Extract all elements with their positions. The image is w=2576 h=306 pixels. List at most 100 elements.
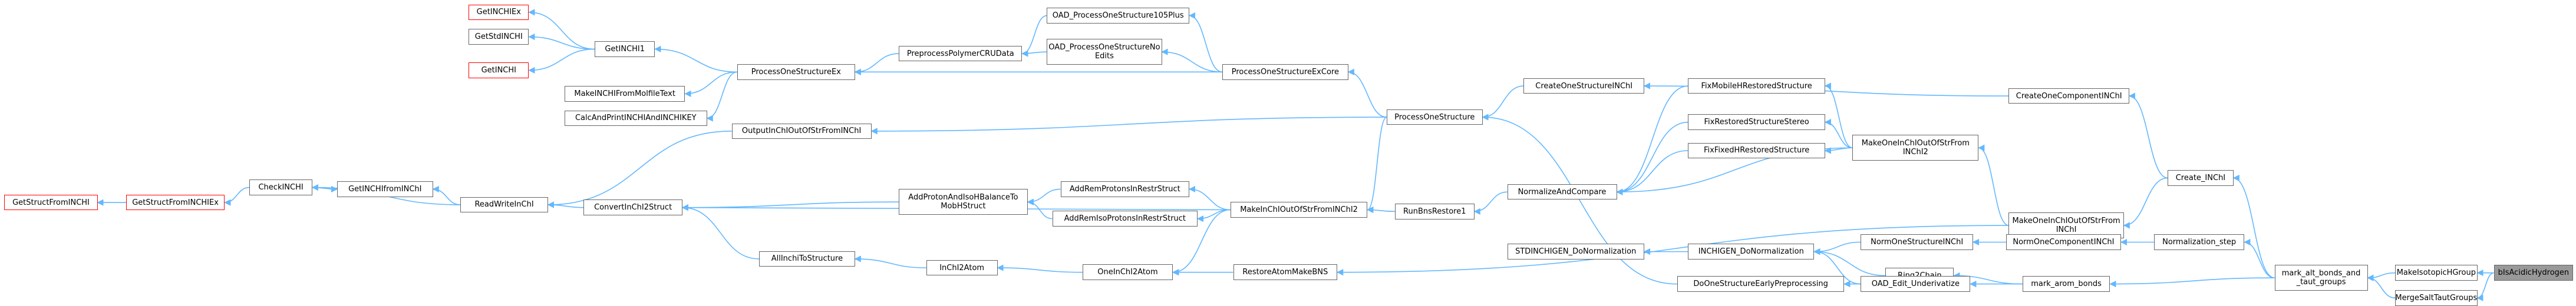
node-allinchitostructure[interactable]: AllInchiToStructure	[759, 251, 855, 267]
node-oad-processonestructure105plus[interactable]: OAD_ProcessOneStructure105Plus	[1047, 8, 1190, 24]
node-label: CreateOneStructureINChI	[1535, 81, 1633, 91]
node-label: GetStructFromINCHIEx	[132, 198, 219, 207]
node-label: MakeInChIOutOfStrFromINChI2	[1240, 205, 1358, 214]
node-label: FixRestoredStructureStereo	[1704, 118, 1809, 127]
node-label: OAD_ProcessOneStructure105Plus	[1052, 11, 1184, 21]
node-label: FixMobileHRestoredStructure	[1701, 81, 1812, 91]
node-processonestructure[interactable]: ProcessOneStructure	[1386, 109, 1483, 125]
node-label: NormOneStructureINChI	[1871, 237, 1964, 247]
call-edge	[654, 45, 737, 73]
call-edge	[1813, 241, 1861, 255]
node-label: GetStructFromINCHI	[12, 198, 90, 207]
node-label: bIsAcidicHydrogen	[2498, 268, 2570, 278]
node-getstructfrominchi[interactable]: GetStructFromINCHI	[4, 194, 98, 211]
node-addremisoprotonsinrestrstruct[interactable]: AddRemIsoProtonsInRestrStruct	[1052, 211, 1198, 227]
call-edge	[1616, 150, 1688, 195]
node-oneinchi2atom[interactable]: OneInChI2Atom	[1082, 264, 1173, 280]
node-normalization-step[interactable]: Normalization_step	[2153, 234, 2245, 250]
call-edge	[1337, 225, 2009, 276]
node-calcandprintinchiandinchikey[interactable]: CalcAndPrintINCHIAndINCHIKEY	[564, 110, 707, 127]
node-fixrestoredstructurestereo[interactable]: FixRestoredStructureStereo	[1688, 114, 1825, 130]
node-normalizeandcompare[interactable]: NormalizeAndCompare	[1507, 184, 1617, 200]
node-makeinchifrommolfiletext[interactable]: MakeINCHIFromMolfileText	[564, 86, 685, 102]
node-label: CheckINCHI	[258, 183, 304, 192]
node-convertinchi2struct[interactable]: ConvertInChI2Struct	[583, 199, 682, 215]
node-doonestructureearlypreprocessing[interactable]: DoOneStructureEarlyPreprocessing	[1677, 276, 1845, 292]
node-makeisotopichgroup[interactable]: MakeIsotopicHGroup	[2395, 265, 2478, 281]
call-edge	[2244, 238, 2275, 278]
node-stdinchigen-donormalization[interactable]: STDINCHIGEN_DoNormalization	[1507, 244, 1644, 260]
node-preprocesspolymercrudata[interactable]: PreprocessPolymerCRUData	[899, 45, 1023, 62]
node-fixfixedhrestoredstructure[interactable]: FixFixedHRestoredStructure	[1688, 142, 1825, 159]
node-addprotonandisobalancetomobilestruct[interactable]: AddProtonAndIsoHBalanceTo MobHStruct	[899, 189, 1028, 215]
node-normonestructureinchi[interactable]: NormOneStructureINChI	[1861, 234, 1973, 250]
call-edge	[1021, 15, 1047, 57]
node-label: GetStdINCHI	[474, 32, 523, 42]
call-edge	[2476, 272, 2494, 301]
call-edge	[854, 255, 926, 268]
node-label: ProcessOneStructureEx	[751, 67, 841, 76]
call-edge	[681, 204, 760, 260]
call-edge	[2128, 92, 2168, 179]
call-edge	[681, 201, 899, 211]
node-label: OutputInChIOutOfStrFromINChI	[741, 127, 862, 136]
node-checkinchi[interactable]: CheckINCHI	[249, 179, 313, 195]
call-edge	[2367, 272, 2396, 281]
call-edge	[528, 9, 595, 50]
node-label: ConvertInChI2Struct	[594, 203, 672, 212]
node-getstructfrominchiex[interactable]: GetStructFromINCHIEx	[126, 194, 225, 211]
call-edge	[1813, 248, 1886, 277]
node-inchigen-donormalization[interactable]: INCHIGEN_DoNormalization	[1688, 244, 1815, 260]
node-label: GetINCHI1	[605, 44, 645, 54]
node-runbnsrestore1[interactable]: RunBnsRestore1	[1394, 204, 1475, 219]
call-edge	[854, 53, 899, 75]
node-label: ReadWriteInChI	[474, 200, 534, 209]
node-outputinchioutofstrfrominchi[interactable]: OutputInChIOutOfStrFromINChI	[731, 123, 872, 139]
call-edge	[1196, 209, 1231, 222]
node-inchi2atom[interactable]: InChI2Atom	[926, 260, 998, 276]
node-label: INCHIGEN_DoNormalization	[1698, 247, 1804, 257]
call-edge	[684, 71, 737, 97]
call-edge	[528, 33, 595, 50]
node-makeinchioutofstrfrominchi2[interactable]: MakeInChIOutOfStrFromINChI2	[1230, 202, 1368, 218]
node-processonestructureex[interactable]: ProcessOneStructureEx	[737, 64, 855, 80]
node-label: MakeOneInChIOutOfStrFrom INChI2	[1861, 139, 1970, 157]
node-oad-edit-underivatize[interactable]: OAD_Edit_Underivatize	[1861, 276, 1971, 292]
node-label: mark_alt_bonds_and _taut_groups	[2281, 269, 2361, 287]
call-edge	[2123, 177, 2168, 229]
node-mark-alt-bonds-and-taut-groups[interactable]: mark_alt_bonds_and _taut_groups	[2274, 265, 2368, 291]
call-edge	[2109, 277, 2275, 288]
call-edge	[1161, 48, 1222, 73]
node-create-inchi[interactable]: Create_INChI	[2168, 170, 2234, 186]
node-makeoneinchioutofstrfrominchi2[interactable]: MakeOneInChIOutOfStrFrom INChI2	[1852, 135, 1979, 161]
node-addremprotonsinrestrstruct[interactable]: AddRemProtonsInRestrStruct	[1060, 181, 1190, 197]
node-label: RestoreAtomMakeBNS	[1242, 268, 1328, 277]
node-createonecomponentinchi[interactable]: CreateOneComponentINChI	[2008, 88, 2130, 104]
node-fixmobilehrestoredstructure[interactable]: FixMobileHRestoredStructure	[1688, 78, 1825, 94]
call-edge	[2232, 174, 2275, 278]
node-createonestructureinchi[interactable]: CreateOneStructureINChI	[1523, 78, 1644, 94]
call-edge	[1616, 121, 1688, 195]
node-processonestructureexcore[interactable]: ProcessOneStructureExCore	[1222, 64, 1348, 80]
node-label: AddProtonAndIsoHBalanceTo MobHStruct	[908, 193, 1018, 211]
node-getinchiex[interactable]: GetINCHIEx	[469, 4, 529, 21]
call-edge	[528, 48, 595, 74]
node-mergesalttautgroups[interactable]: MergeSaltTautGroups	[2395, 290, 2478, 306]
node-readwriteinchi[interactable]: ReadWriteInChI	[460, 197, 548, 213]
node-label: NormOneComponentINChI	[2013, 237, 2115, 247]
call-edge	[1347, 68, 1387, 118]
node-label: STDINCHIGEN_DoNormalization	[1515, 247, 1637, 257]
node-getinchi[interactable]: GetINCHI	[469, 62, 529, 78]
node-normonecomponentinchi[interactable]: NormOneComponentINChI	[2006, 234, 2122, 250]
node-label: GetINCHIEx	[476, 8, 521, 17]
node-oad-processonestructurenoedits[interactable]: OAD_ProcessOneStructureNo Edits	[1047, 39, 1162, 65]
node-getstdinchi[interactable]: GetStdINCHI	[469, 29, 529, 45]
call-edge	[1482, 114, 1677, 285]
node-label: OAD_ProcessOneStructureNo Edits	[1048, 43, 1160, 61]
node-label: AllInchiToStructure	[771, 254, 843, 264]
call-edge	[1027, 198, 1053, 219]
node-getinchi1[interactable]: GetINCHI1	[595, 41, 655, 57]
node-mark-arom-bonds[interactable]: mark_arom_bonds	[2022, 276, 2110, 292]
node-restoreatommakebns[interactable]: RestoreAtomMakeBNS	[1233, 264, 1338, 280]
node-getinchifrominchi[interactable]: GetINCHIfromINChI	[337, 181, 433, 197]
